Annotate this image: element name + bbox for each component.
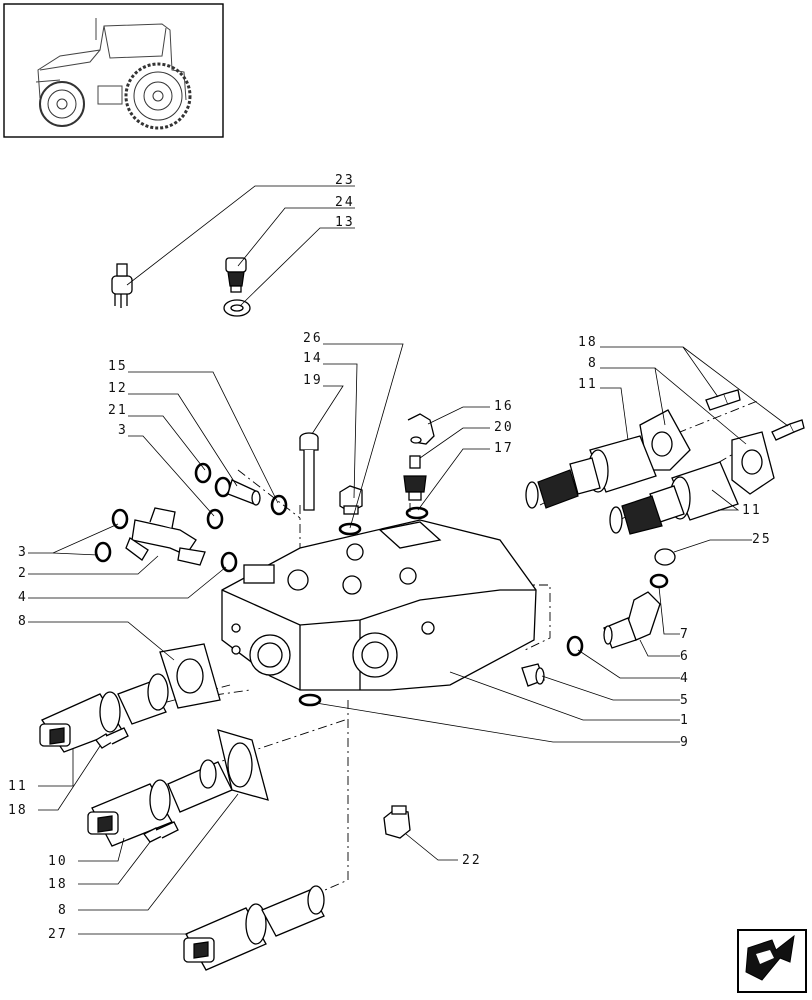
cap-25[interactable] xyxy=(654,548,676,566)
label-7: 7 xyxy=(680,627,690,642)
o-rings-left[interactable] xyxy=(94,462,288,573)
label-16: 16 xyxy=(494,399,514,414)
adapter-fitting-12[interactable] xyxy=(227,479,261,506)
plug-5[interactable] xyxy=(521,663,545,687)
solenoid-cartridge-27[interactable] xyxy=(183,885,325,971)
label-10: 10 xyxy=(48,854,68,869)
washer-13[interactable] xyxy=(223,299,251,317)
tractor-thumbnail-icon[interactable] xyxy=(3,3,224,138)
label-8-left: 8 xyxy=(18,614,28,629)
label-11-upper-a: 11 xyxy=(578,377,598,392)
label-2: 2 xyxy=(18,566,28,581)
label-19: 19 xyxy=(303,373,323,388)
label-6: 6 xyxy=(680,649,690,664)
valve-block[interactable] xyxy=(221,519,537,691)
solenoid-cartridge-10[interactable] xyxy=(87,759,233,847)
part-labels: 23 24 13 26 14 19 15 12 21 3 16 20 17 18… xyxy=(8,173,772,942)
plug-22[interactable] xyxy=(383,805,411,839)
sensor-20[interactable] xyxy=(403,455,427,501)
label-11-lower: 11 xyxy=(8,779,28,794)
label-18-upper: 18 xyxy=(578,335,598,350)
label-3-left: 3 xyxy=(18,545,28,560)
label-14: 14 xyxy=(303,351,323,366)
label-1: 1 xyxy=(680,713,690,728)
label-18-lower-b: 18 xyxy=(48,877,68,892)
label-26: 26 xyxy=(303,331,323,346)
screw-18-upper-a[interactable] xyxy=(705,389,741,411)
label-5: 5 xyxy=(680,693,690,708)
pressure-switch-24[interactable] xyxy=(225,257,247,293)
pressure-switch-23[interactable] xyxy=(111,263,133,308)
label-17: 17 xyxy=(494,441,514,456)
o-ring-4-right[interactable] xyxy=(566,635,584,657)
next-page-arrow-icon[interactable] xyxy=(737,929,807,993)
label-20: 20 xyxy=(494,420,514,435)
elbow-fitting-6[interactable] xyxy=(603,591,661,649)
label-4-left: 4 xyxy=(18,590,28,605)
label-27: 27 xyxy=(48,927,68,942)
o-ring-7[interactable] xyxy=(649,573,669,589)
label-12: 12 xyxy=(108,381,128,396)
label-24: 24 xyxy=(335,195,355,210)
label-22: 22 xyxy=(462,853,482,868)
label-21: 21 xyxy=(108,403,128,418)
screw-18-lower-a[interactable] xyxy=(95,727,129,749)
clip-16[interactable] xyxy=(407,413,435,445)
screw-18-upper-b[interactable] xyxy=(771,419,805,441)
o-ring-26[interactable] xyxy=(338,522,362,536)
leader-lines xyxy=(28,185,789,935)
label-9: 9 xyxy=(680,735,690,750)
label-8-lower: 8 xyxy=(58,903,68,918)
label-23: 23 xyxy=(335,173,355,188)
flange-8-upper-a[interactable] xyxy=(639,409,691,471)
label-13: 13 xyxy=(335,215,355,230)
label-3-top: 3 xyxy=(118,423,128,438)
label-4-right: 4 xyxy=(680,671,690,686)
tee-fitting-2[interactable] xyxy=(125,507,206,566)
o-ring-17[interactable] xyxy=(405,506,429,520)
bolt-19[interactable] xyxy=(299,432,319,511)
o-ring-9[interactable] xyxy=(298,693,322,707)
label-25: 25 xyxy=(752,532,772,547)
flange-8-lower-b[interactable] xyxy=(217,729,269,801)
label-11-upper-b: 11 xyxy=(742,503,762,518)
plug-14[interactable] xyxy=(339,485,363,515)
solenoid-cartridge-11-upper-a[interactable] xyxy=(525,435,657,509)
solenoid-cartridge-11-upper-b[interactable] xyxy=(609,461,739,535)
label-18-lower-a: 18 xyxy=(8,803,28,818)
flange-8-lower-a[interactable] xyxy=(159,643,221,709)
screw-18-lower-b[interactable] xyxy=(143,821,179,843)
flange-8-upper-b[interactable] xyxy=(731,431,775,495)
label-8-upper: 8 xyxy=(588,356,598,371)
label-15: 15 xyxy=(108,359,128,374)
